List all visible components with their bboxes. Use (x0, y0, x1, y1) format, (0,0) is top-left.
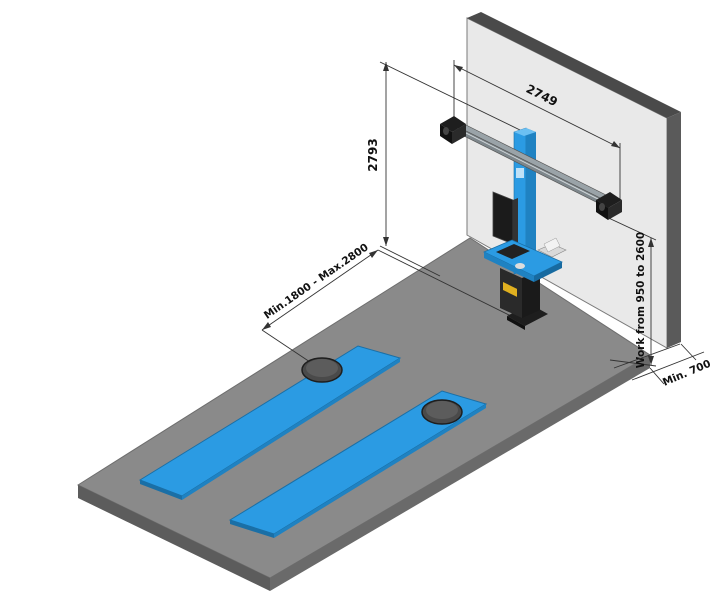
wall-top-edge (467, 12, 681, 118)
floor-slab (76, 237, 651, 591)
camera-head-right (596, 192, 622, 220)
side-clearance-dimension-label: Min. 700 (661, 358, 713, 389)
aligner-stand (440, 116, 622, 330)
height-dimension-label: 2793 (366, 138, 380, 171)
work-range-dimension-label: Work from 950 to 2600 (635, 232, 647, 368)
floor-front-edge (78, 485, 270, 591)
distance-dimension-label: Min.1800 - Max.2800 (262, 241, 371, 321)
cabinet-label (503, 282, 517, 297)
runway-plate-right (228, 390, 488, 538)
column-logo (516, 168, 524, 178)
wall-side-edge (667, 112, 681, 348)
monitor (492, 191, 514, 245)
camera-head-left (440, 116, 466, 144)
dimension-height: 2793 (366, 61, 521, 277)
runway-plate-left (138, 345, 402, 500)
floor-right-edge (270, 355, 650, 591)
keyboard (496, 244, 530, 259)
